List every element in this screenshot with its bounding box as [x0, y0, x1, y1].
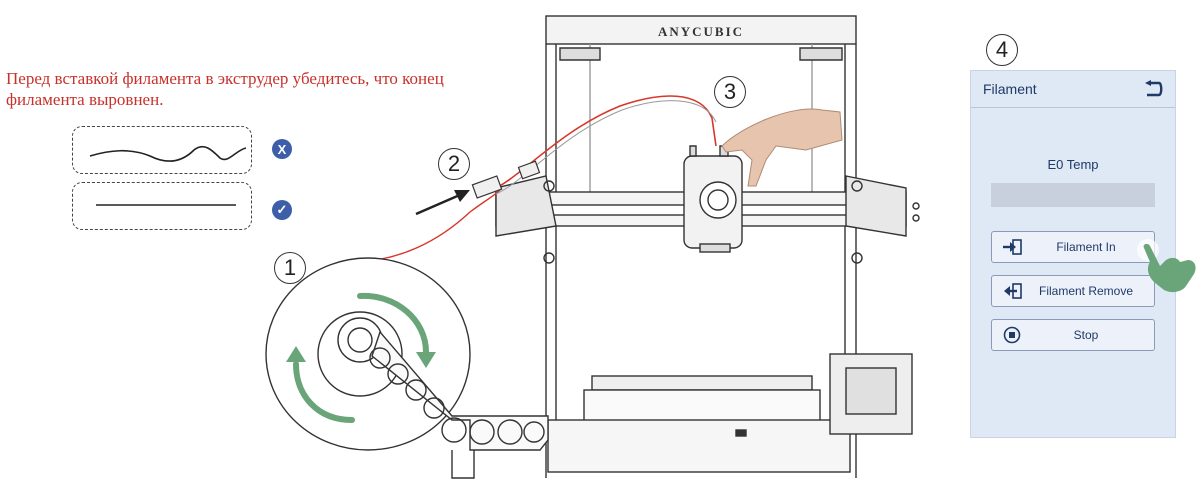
load-filament-icon: [992, 239, 1032, 255]
uneven-filament-sample: [89, 145, 247, 162]
stop-button[interactable]: Stop: [991, 319, 1155, 351]
rotation-arrowhead: [416, 352, 436, 368]
rotation-arrows: [293, 292, 429, 423]
stop-icon: [992, 326, 1032, 344]
filament-note: Перед вставкой филамента в экструдер убе…: [6, 69, 444, 109]
screen-header: Filament: [971, 71, 1175, 108]
filament-remove-button[interactable]: Filament Remove: [991, 275, 1155, 307]
extruder-head: [683, 145, 743, 253]
even-sample-box: [72, 182, 252, 230]
screen-title: Filament: [983, 81, 1037, 97]
tap-hand-icon: [1137, 239, 1196, 293]
brand-text: ANYCUBIC: [658, 24, 744, 39]
temp-field: [991, 183, 1155, 207]
uneven-sample-box: [72, 126, 252, 174]
filament-line: [349, 189, 501, 263]
step-badge-1: 1: [274, 252, 306, 284]
step-badge-4: 4: [986, 34, 1018, 66]
rotation-arrowhead: [286, 346, 306, 362]
temp-label: E0 Temp: [1047, 157, 1099, 172]
step-badge-3: 3: [714, 76, 746, 108]
insert-arrow: [415, 190, 470, 216]
step-badge-2: 2: [438, 148, 470, 180]
bad-mark-icon: X: [272, 139, 292, 159]
remove-filament-icon: [992, 283, 1032, 299]
hand-pushing: [721, 108, 843, 187]
filament-in-button[interactable]: Filament In: [991, 231, 1155, 263]
back-icon[interactable]: [1143, 79, 1163, 99]
good-mark-icon: ✓: [272, 200, 292, 220]
filament-in-label: Filament In: [1056, 240, 1116, 254]
filament-clip: [471, 160, 541, 199]
stop-label: Stop: [1073, 328, 1099, 342]
filament-remove-label: Filament Remove: [1038, 284, 1134, 298]
filament-spool: [265, 257, 549, 479]
